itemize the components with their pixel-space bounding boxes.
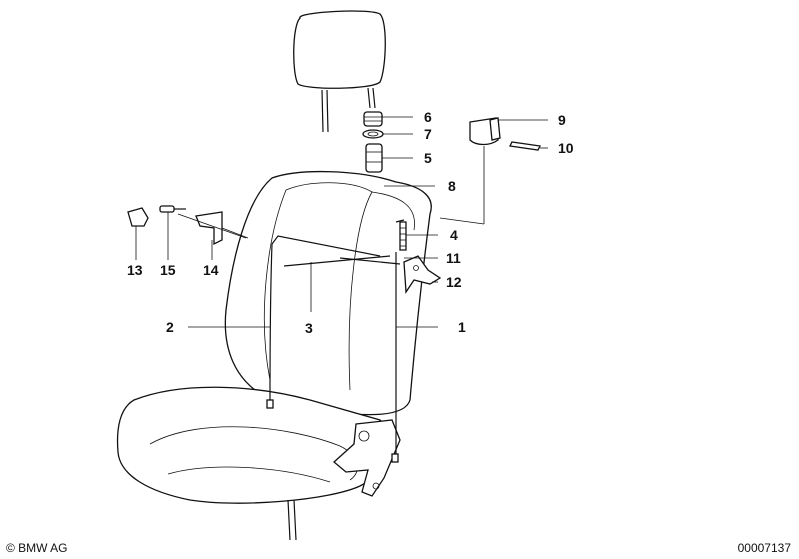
diagram-code: 00007137 bbox=[737, 541, 791, 555]
leader-lines bbox=[135, 116, 548, 328]
callout-4: 4 bbox=[450, 227, 458, 243]
release-cables bbox=[266, 219, 442, 463]
callout-14: 14 bbox=[203, 262, 219, 278]
callout-13: 13 bbox=[127, 262, 143, 278]
callout-3: 3 bbox=[305, 320, 313, 336]
callout-5: 5 bbox=[424, 150, 432, 166]
callout-12: 12 bbox=[446, 274, 462, 290]
headrest bbox=[293, 10, 386, 133]
callout-9: 9 bbox=[558, 112, 566, 128]
callout-7: 7 bbox=[424, 126, 432, 142]
seat-backrest bbox=[224, 170, 432, 416]
callout-10: 10 bbox=[558, 140, 574, 156]
callout-8: 8 bbox=[448, 178, 456, 194]
callout-labels: 1 2 3 4 5 6 7 8 9 10 11 12 13 14 15 bbox=[127, 109, 574, 336]
callout-6: 6 bbox=[424, 109, 432, 125]
callout-2: 2 bbox=[166, 319, 174, 335]
seat-hinge bbox=[333, 419, 401, 497]
copyright-notice: © BMW AG bbox=[6, 541, 68, 555]
callout-11: 11 bbox=[446, 250, 461, 266]
callout-15: 15 bbox=[160, 262, 176, 278]
callout-1: 1 bbox=[458, 319, 466, 335]
release-cap-and-strip bbox=[439, 117, 541, 225]
seat-cushion bbox=[116, 386, 392, 541]
small-fittings bbox=[127, 205, 249, 246]
